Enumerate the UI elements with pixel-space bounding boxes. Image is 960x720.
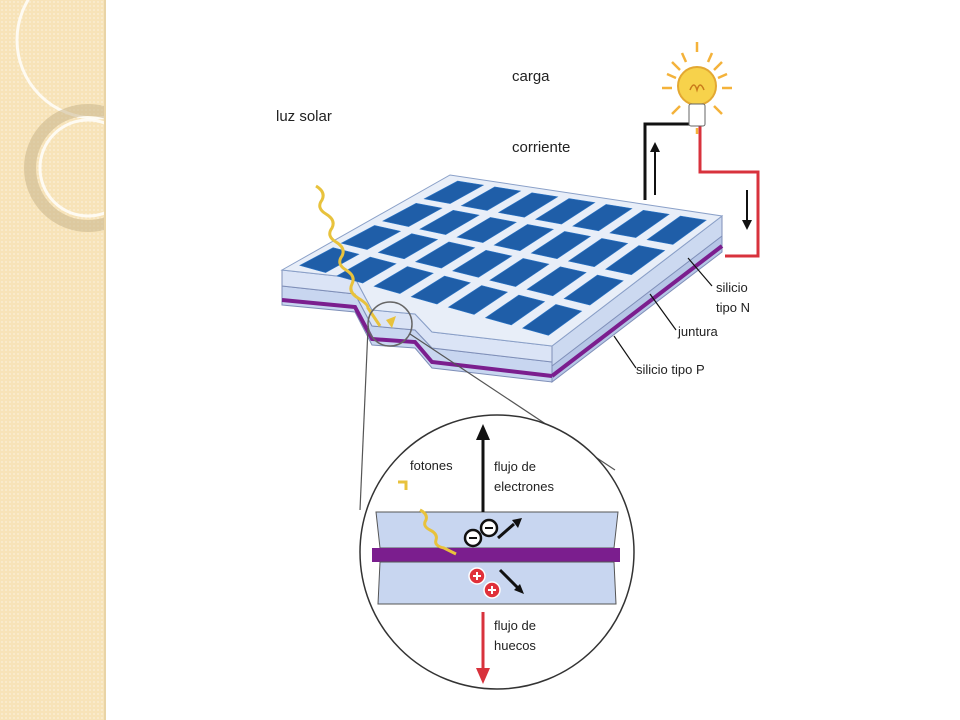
solar-cell [373,266,434,294]
pointer-n-silicon [687,257,713,287]
solar-cell [534,198,596,225]
ring-decoration [38,118,104,218]
solar-cell [410,275,471,305]
solar-cell [484,294,546,326]
solar-cell [493,224,554,252]
label-hole-flow-line1: flujo de [494,618,536,633]
ring-decoration [15,0,104,120]
solar-cell [423,180,485,204]
solar-cell [497,192,559,218]
solar-cell [447,285,509,315]
magnifier-line [359,327,369,511]
label-current: corriente [512,139,570,156]
solar-cells [299,180,707,336]
current-down-arrowhead [742,220,752,230]
solar-cell [609,209,670,238]
solar-cell [604,245,666,276]
panel-body [281,214,724,384]
junction-line-front [281,298,553,378]
electron-motion-arrowhead [512,518,522,528]
junction-line-side [550,244,724,378]
black-wire [643,122,692,200]
current-up-arrowhead [650,142,660,152]
electron-icon [479,518,499,538]
red-wire [698,124,760,258]
label-junction: juntura [677,324,719,339]
solar-cell [452,249,513,278]
hole-icon [483,581,501,599]
label-load: carga [512,68,550,85]
hole-motion-arrow [498,568,520,590]
solar-cell [456,217,517,243]
pointer-junction [649,293,677,331]
electron-flow-arrowhead [476,424,490,440]
solar-cell [563,274,624,306]
decorative-sidebar [0,0,106,720]
pointer-p-silicon [613,335,637,369]
solar-cell [572,204,633,232]
solar-cell [522,304,583,336]
ring-decoration [24,104,104,232]
zoom-detail [359,414,635,690]
label-p-silicon: silicio tipo P [636,362,705,377]
solar-cell [414,241,476,269]
electron-icon [463,528,483,548]
label-photons: fotones [410,458,453,473]
photon-zoom-ray [419,508,457,556]
label-electron-flow-line2: electrones [494,479,554,494]
solar-cell [340,225,402,250]
panel-top [280,174,724,347]
photon-arrowhead [386,316,396,328]
electron-motion-arrow [497,522,515,540]
hole-flow-arrowhead [476,668,490,684]
label-hole-flow-line2: huecos [494,638,536,653]
label-sunlight: luz solar [276,108,332,125]
label-pointers [613,257,713,369]
solar-cell [460,186,522,211]
solar-cell [567,238,629,268]
label-electron-flow-line1: flujo de [494,459,536,474]
light-bulb-icon [662,42,732,134]
solar-cell [419,209,480,235]
photon-ray [315,184,382,327]
photon-icon-small [398,480,408,490]
zoom-junction [372,548,620,562]
circuit [643,42,760,258]
magnifier-small-circle [367,301,413,347]
solar-cell [646,215,707,245]
label-n-silicon-line1: silicio [716,280,748,295]
solar-cell [382,202,443,227]
sidebar-rings [15,0,104,232]
solar-cell [489,258,550,287]
solar-cell [530,231,592,260]
solar-cell [377,233,439,260]
hole-icon [468,567,486,585]
label-n-silicon-line2: tipo N [716,300,750,315]
hole-motion-arrowhead [514,584,524,594]
solar-cell [526,266,587,297]
